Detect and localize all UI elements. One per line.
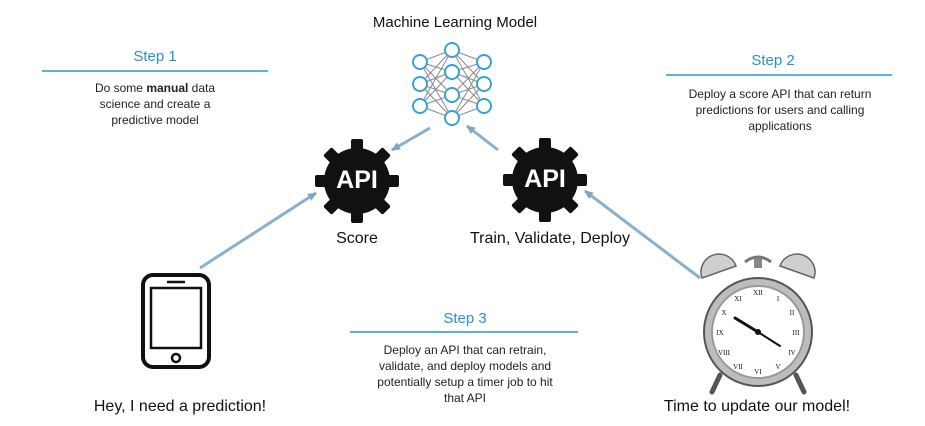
step1-description: Do some manual data science and create a… [80, 80, 230, 128]
api-gear-score-label: API [336, 166, 378, 194]
step3-description: Deploy an API that can retrain, validate… [377, 343, 553, 405]
arrow-clock-train [584, 189, 701, 280]
svg-text:II: II [790, 309, 795, 317]
api-gear-train-label: API [524, 165, 566, 193]
arrow-train-to-model [466, 124, 499, 152]
svg-text:VI: VI [754, 368, 762, 376]
neural-network-icon [412, 42, 492, 126]
step1-desc-post: data science and create a predictive mod… [99, 81, 216, 127]
step2-description: Deploy a score API that can return predi… [688, 87, 872, 133]
step3-title: Step 3 [443, 310, 487, 327]
step2-title: Step 2 [751, 52, 795, 69]
svg-text:X: X [721, 309, 726, 317]
svg-text:XI: XI [734, 295, 742, 303]
train-validate-deploy-caption: Train, Validate, Deploy [469, 230, 631, 247]
phone-caption: Hey, I need a prediction! [93, 398, 267, 415]
step1-desc-bold: manual [146, 81, 189, 95]
step1-title: Step 1 [133, 48, 177, 65]
step2-rule [666, 74, 892, 76]
smartphone-icon [141, 273, 211, 369]
svg-text:VII: VII [733, 363, 743, 371]
step1-desc-pre: Do some [94, 81, 147, 95]
svg-text:IX: IX [716, 329, 723, 337]
arrow-model-to-score [391, 126, 431, 152]
svg-text:III: III [793, 329, 801, 337]
step1-rule [42, 70, 268, 72]
arrow-phone-score [199, 191, 317, 270]
svg-text:VIII: VIII [718, 349, 731, 357]
svg-text:I: I [777, 295, 780, 303]
svg-text:XII: XII [753, 289, 763, 297]
model-title: Machine Learning Model [372, 14, 538, 31]
step3-rule [350, 331, 578, 333]
alarm-clock-icon: XII III VI IX I II IV V VII VIII X XI [700, 253, 816, 395]
score-caption: Score [336, 230, 378, 247]
svg-text:V: V [775, 363, 780, 371]
clock-caption: Time to update our model! [663, 398, 851, 415]
svg-text:IV: IV [788, 349, 795, 357]
